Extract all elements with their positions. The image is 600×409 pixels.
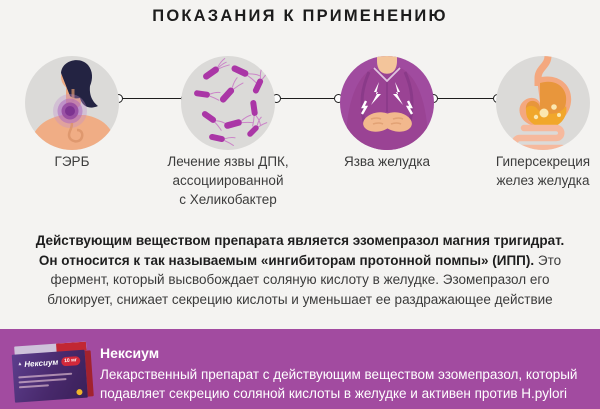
indication-label-duodenal-ulcer: Лечение язвы ДПК, ассоциированной с Хели… xyxy=(167,154,289,207)
page-title: ПОКАЗАНИЯ К ПРИМЕНЕНИЮ xyxy=(152,7,448,25)
box-text-bar xyxy=(18,384,49,389)
timeline-connector-3 xyxy=(429,93,502,103)
gerd-person-icon xyxy=(25,56,119,150)
box-dose-badge: 10 мг xyxy=(60,356,81,367)
indication-stomach-ulcer: Язва желудка xyxy=(340,56,434,169)
timeline-line xyxy=(123,97,181,99)
product-band: ▲ Нексиум 10 мг Нексиум Лекарственный пр… xyxy=(0,329,600,409)
stomach-organ-icon xyxy=(496,56,590,150)
drug-description: Действующим веществом препарата является… xyxy=(28,231,572,309)
indication-label-stomach-ulcer: Язва желудка xyxy=(343,154,431,169)
box-text-bar xyxy=(18,378,67,384)
box-brand-label: Нексиум xyxy=(24,357,59,369)
indication-label-hypersecretion: Гиперсекреция желез желудка xyxy=(495,154,591,188)
drug-description-regular: Это фермент, который высвобождает соляну… xyxy=(47,252,562,307)
timeline-line xyxy=(438,97,493,99)
drug-description-bold: Действующим веществом препарата является… xyxy=(35,233,565,268)
product-description: Лекарственный препарат с действующим вещ… xyxy=(100,367,578,401)
timeline-connector-2 xyxy=(272,93,343,103)
indication-gerd: ГЭРБ xyxy=(25,56,119,169)
product-box-image: ▲ Нексиум 10 мг xyxy=(11,341,94,403)
timeline-connector-1 xyxy=(114,93,190,103)
box-crest-icon: ▲ xyxy=(17,361,23,368)
product-name: Нексиум xyxy=(100,345,160,361)
helicobacter-bacteria-icon xyxy=(181,56,275,150)
indication-hypersecretion: Гиперсекреция желез желудка xyxy=(496,56,590,188)
indication-label-gerd: ГЭРБ xyxy=(54,154,90,169)
indication-duodenal-ulcer: Лечение язвы ДПК, ассоциированной с Хели… xyxy=(167,56,289,207)
timeline-line xyxy=(281,97,334,99)
stomach-pain-person-icon xyxy=(340,56,434,150)
manufacturer-logo-icon xyxy=(76,388,83,396)
box-front-face: ▲ Нексиум 10 мг xyxy=(11,349,88,403)
